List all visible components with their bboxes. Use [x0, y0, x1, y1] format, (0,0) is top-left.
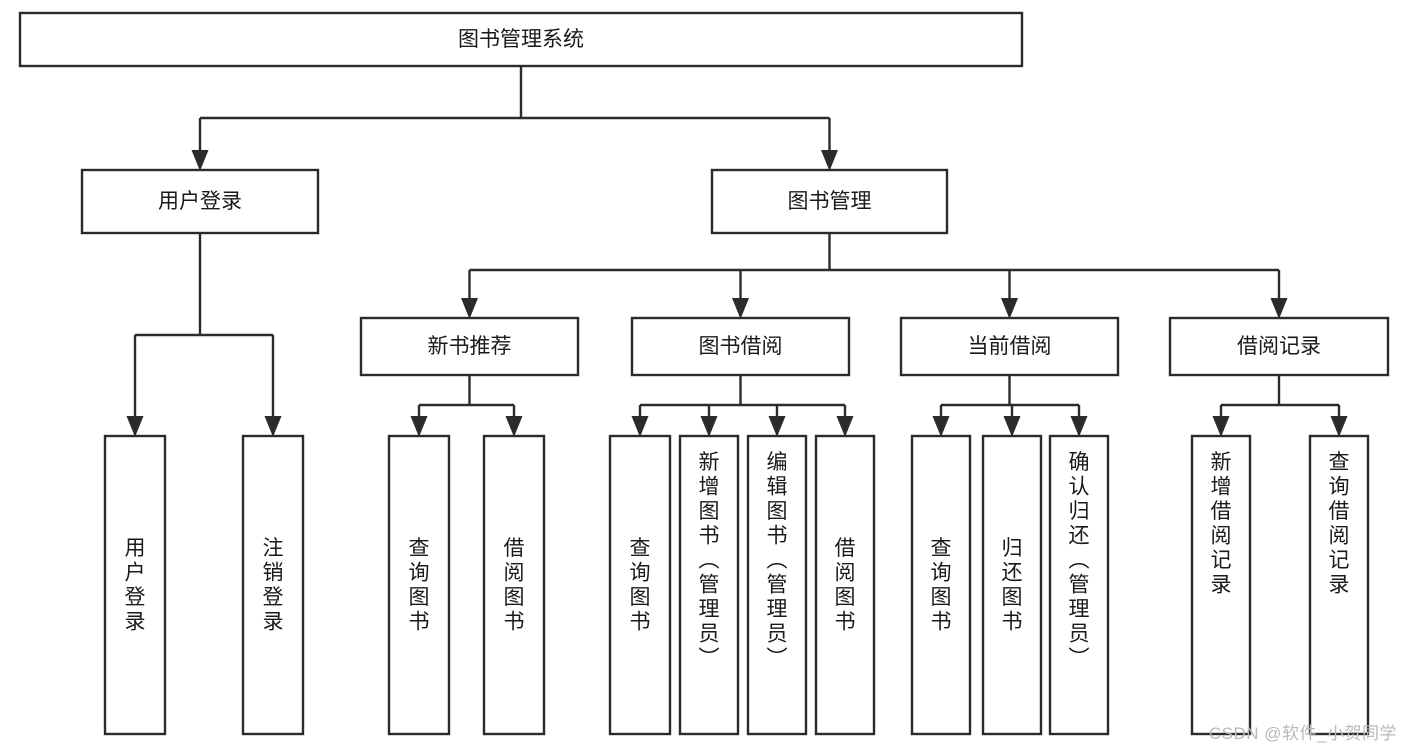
- node-leaf-logout[interactable]: 注销登录: [241, 434, 305, 736]
- node-box-new-book-recommend: [359, 316, 580, 377]
- node-leaf-query-record[interactable]: 查询借阅记录: [1308, 434, 1370, 736]
- node-label-leaf-borrow-book-2: 借阅图书: [835, 537, 856, 634]
- watermark-label: CSDN @软件_小贺同学: [1208, 724, 1397, 743]
- node-leaf-user-login[interactable]: 用户登录: [103, 434, 167, 736]
- node-box-leaf-confirm-return: [1048, 434, 1110, 736]
- node-new-book-recommend[interactable]: 新书推荐: [359, 316, 580, 377]
- node-box-root: [18, 11, 1024, 68]
- node-label-leaf-return-book: 归还图书: [1002, 537, 1023, 634]
- node-borrow-record[interactable]: 借阅记录: [1168, 316, 1390, 377]
- edge-layer: [126, 66, 1348, 437]
- node-box-leaf-borrow-book-2: [814, 434, 876, 736]
- node-label-leaf-edit-book: 编辑图书︵管理员︶: [767, 451, 788, 670]
- node-label-leaf-query-record: 查询借阅记录: [1329, 451, 1350, 597]
- node-box-current-borrow: [899, 316, 1120, 377]
- node-label-book-borrow: 图书借阅: [699, 335, 783, 358]
- node-leaf-borrow-book-1[interactable]: 借阅图书: [482, 434, 546, 736]
- node-box-leaf-user-login: [103, 434, 167, 736]
- node-leaf-confirm-return[interactable]: 确认归还︵管理员︶: [1048, 434, 1110, 736]
- node-box-leaf-query-book-2: [608, 434, 672, 736]
- node-leaf-query-book-3[interactable]: 查询图书: [910, 434, 972, 736]
- node-box-borrow-record: [1168, 316, 1390, 377]
- node-label-leaf-user-login: 用户登录: [125, 537, 146, 634]
- node-label-leaf-logout: 注销登录: [263, 537, 284, 634]
- node-box-leaf-query-book-3: [910, 434, 972, 736]
- node-box-leaf-edit-book: [746, 434, 808, 736]
- node-user-login[interactable]: 用户登录: [80, 168, 320, 235]
- node-label-leaf-query-book-1: 查询图书: [409, 537, 430, 634]
- node-box-book-borrow: [630, 316, 851, 377]
- node-label-borrow-record: 借阅记录: [1237, 335, 1321, 358]
- node-box-user-login: [80, 168, 320, 235]
- node-label-root: 图书管理系统: [458, 28, 584, 51]
- node-label-leaf-confirm-return: 确认归还︵管理员︶: [1069, 451, 1090, 670]
- node-box-leaf-query-book-1: [387, 434, 451, 736]
- node-book-borrow[interactable]: 图书借阅: [630, 316, 851, 377]
- node-label-leaf-add-book: 新增图书︵管理员︶: [699, 451, 720, 670]
- node-leaf-add-book[interactable]: 新增图书︵管理员︶: [678, 434, 740, 736]
- node-box-book-manage: [710, 168, 949, 235]
- node-label-current-borrow: 当前借阅: [968, 335, 1052, 358]
- node-box-leaf-query-record: [1308, 434, 1370, 736]
- node-book-manage[interactable]: 图书管理: [710, 168, 949, 235]
- node-box-leaf-logout: [241, 434, 305, 736]
- node-label-user-login: 用户登录: [158, 190, 242, 213]
- node-label-book-manage: 图书管理: [788, 190, 872, 213]
- node-label-new-book-recommend: 新书推荐: [428, 335, 512, 358]
- node-box-leaf-add-record: [1190, 434, 1252, 736]
- node-label-leaf-query-book-3: 查询图书: [931, 537, 952, 634]
- node-root[interactable]: 图书管理系统: [18, 11, 1024, 68]
- node-layer: 图书管理系统用户登录图书管理新书推荐图书借阅当前借阅借阅记录用户登录注销登录查询…: [18, 11, 1390, 736]
- node-label-leaf-add-record: 新增借阅记录: [1211, 451, 1232, 597]
- node-leaf-return-book[interactable]: 归还图书: [981, 434, 1043, 736]
- node-box-leaf-add-book: [678, 434, 740, 736]
- node-leaf-borrow-book-2[interactable]: 借阅图书: [814, 434, 876, 736]
- node-box-leaf-return-book: [981, 434, 1043, 736]
- node-leaf-edit-book[interactable]: 编辑图书︵管理员︶: [746, 434, 808, 736]
- node-label-leaf-query-book-2: 查询图书: [630, 537, 651, 634]
- node-label-leaf-borrow-book-1: 借阅图书: [504, 537, 525, 634]
- node-leaf-query-book-2[interactable]: 查询图书: [608, 434, 672, 736]
- node-current-borrow[interactable]: 当前借阅: [899, 316, 1120, 377]
- node-box-leaf-borrow-book-1: [482, 434, 546, 736]
- node-leaf-query-book-1[interactable]: 查询图书: [387, 434, 451, 736]
- node-leaf-add-record[interactable]: 新增借阅记录: [1190, 434, 1252, 736]
